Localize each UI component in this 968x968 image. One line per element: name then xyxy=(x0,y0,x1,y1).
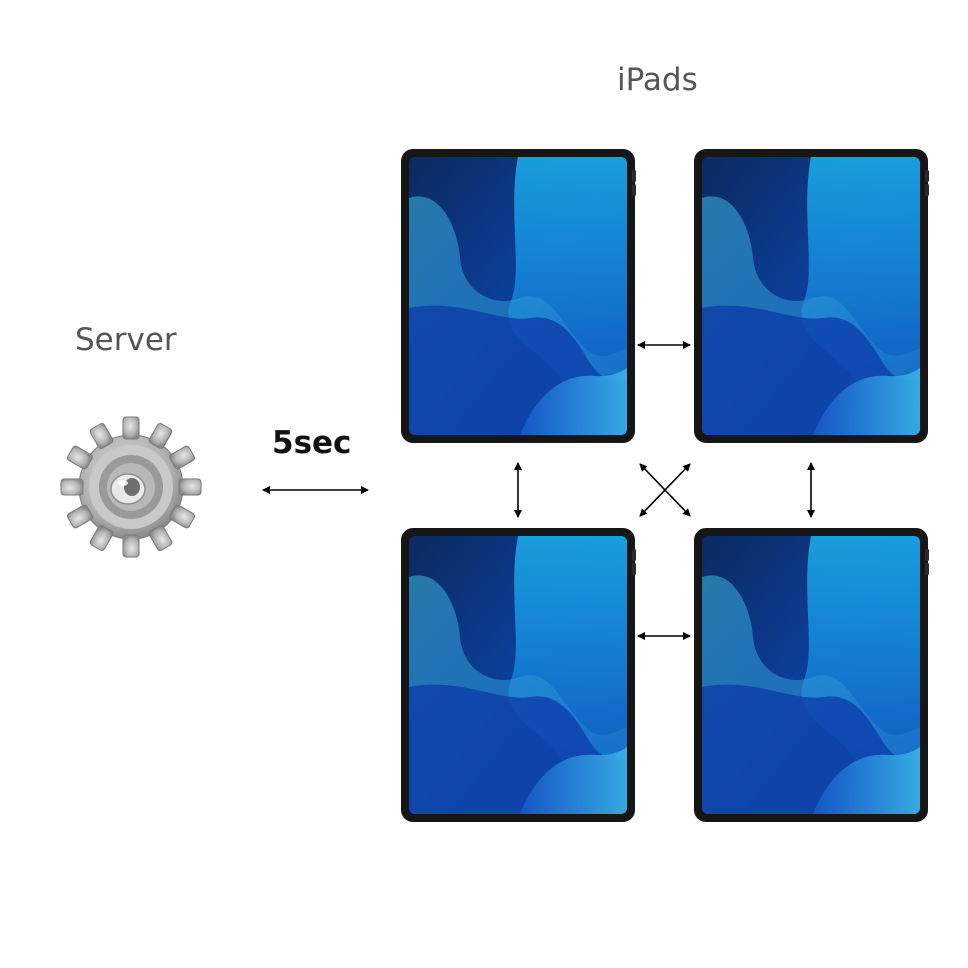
gear-icon xyxy=(60,416,202,558)
arrow-diagonal-up xyxy=(639,463,691,517)
ipad-icon xyxy=(693,148,929,444)
ipad-bottom-right xyxy=(693,527,929,823)
ipad-top-left xyxy=(400,148,636,444)
ipad-icon xyxy=(400,527,636,823)
server-label: Server xyxy=(75,322,177,358)
sync-interval-label: 5sec xyxy=(272,425,352,461)
ipads-group-label: iPads xyxy=(617,62,698,98)
ipad-icon xyxy=(400,148,636,444)
ipad-bottom-left xyxy=(400,527,636,823)
arrow-diagonal-down xyxy=(639,463,691,517)
ipad-icon xyxy=(693,527,929,823)
ipad-top-right xyxy=(693,148,929,444)
